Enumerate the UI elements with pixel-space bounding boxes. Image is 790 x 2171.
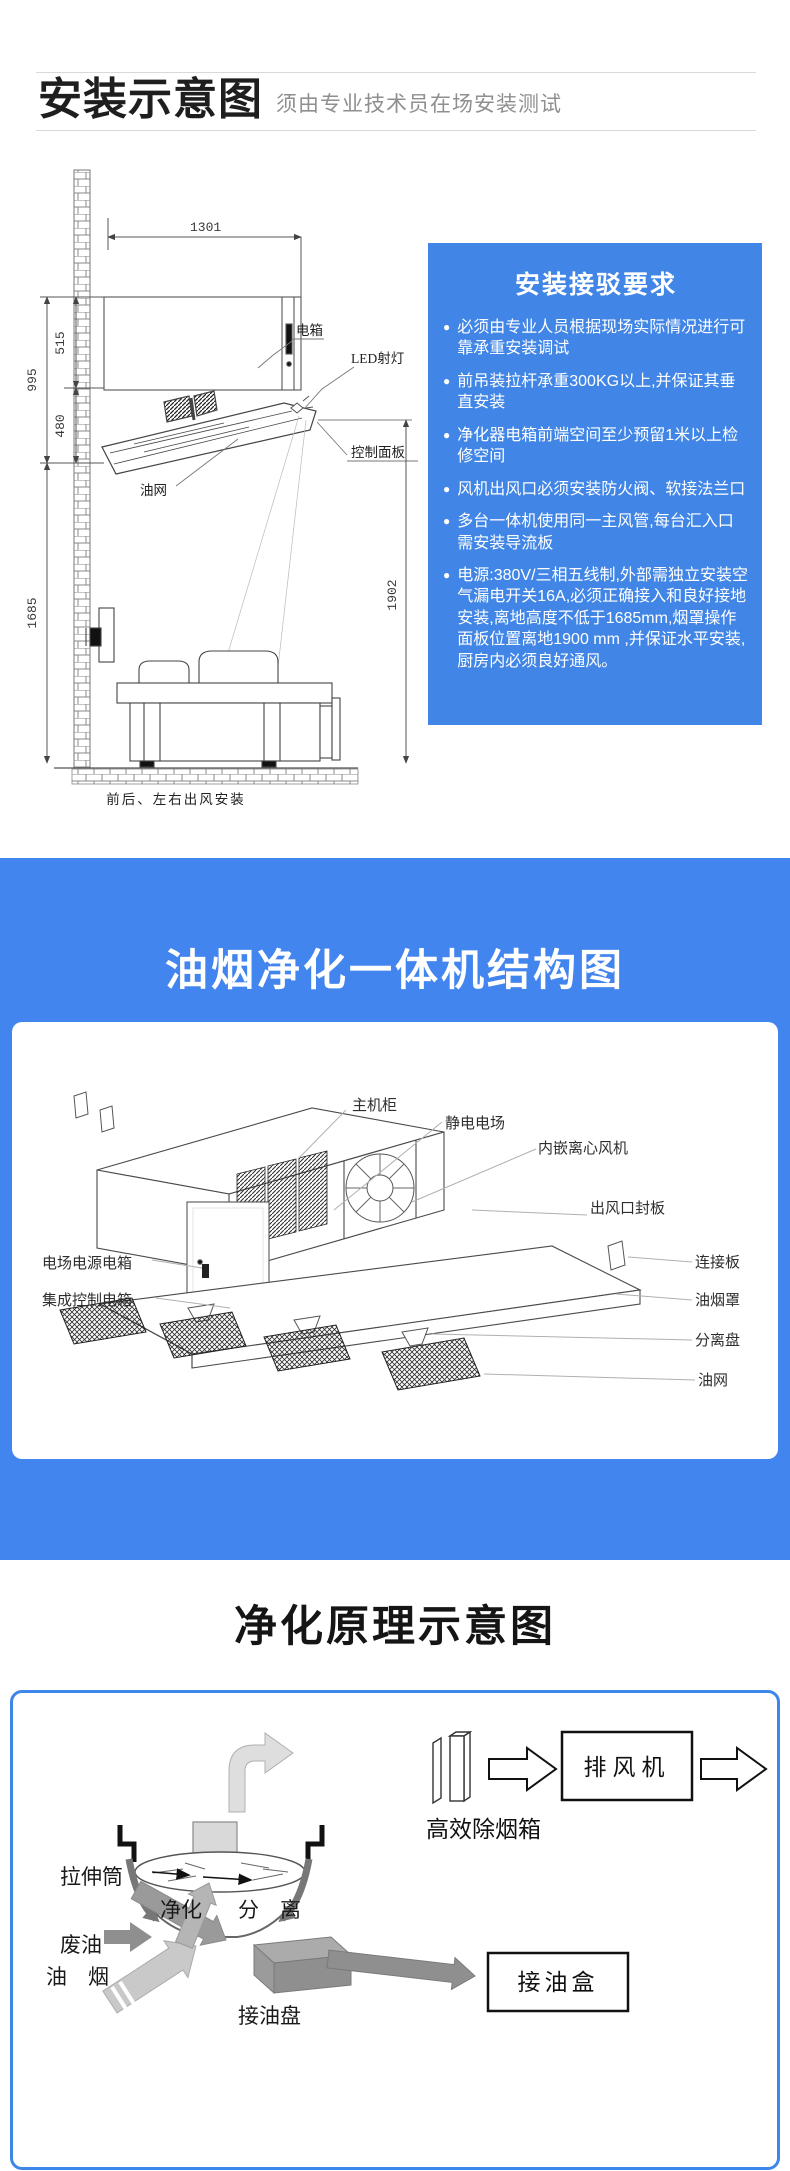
main-cabinet-label: 主机柜 [352,1097,397,1114]
principle-card: 高效除烟箱 排风机 [10,1690,780,2170]
oil-mesh-label: 油网 [140,483,167,498]
installation-cad-drawing: 1301 995 515 480 1685 电箱 [25,169,418,807]
oil-cup-box [486,1951,630,2013]
bullet-icon: ● [443,373,451,388]
bullet-icon: ● [443,514,451,529]
requirement-text: 必须由专业人员根据现场实际情况进行可靠承重安装调试 [457,319,746,358]
electric-box-label: 电箱 [296,323,323,338]
requirement-text: 前吊装拉杆承重300KG以上,并保证其垂直安装 [457,372,736,412]
dim-1685-value: 1685 [25,597,40,628]
led-light-label: LED射灯 [351,351,404,366]
elbow-flow-arrow [228,1732,294,1813]
flow-arrow-to-fan [488,1746,558,1792]
smoke-hood-label: 油烟罩 [695,1292,740,1309]
control-panel-label: 控制面板 [351,445,405,460]
principle-title: 净化原理示意图 [234,1603,556,1651]
esp-field-label: 静电电场 [445,1115,505,1132]
hood-wall-brackets [117,1825,325,1862]
oil-tray-label: 接油盘 [238,2004,301,2028]
led-leader [303,366,355,410]
dim-995-value: 995 [25,368,40,391]
drawing-caption: 前后、左右出风安装 [106,791,246,807]
page-subtitle: 须由专业技术员在场安装测试 [276,92,562,116]
requirements-title: 安装接驳要求 [514,271,677,299]
requirement-item: ● 前吊装拉杆承重300KG以上,并保证其垂直安装 [443,371,749,414]
inflow-stripe [118,1980,136,2006]
wall-section [73,169,91,769]
structure-leaders [151,1109,696,1381]
exhaust-fan-label: 排风机 [584,1755,671,1780]
waste-flow-arrow [130,1880,227,1946]
oil-mesh-label-2: 油网 [698,1372,728,1389]
dim-1902 [318,419,412,764]
requirement-item: ● 风机出风口必须安装防火阀、软接法兰口 [443,479,749,500]
dim-1301 [107,218,302,297]
smoke-removal-box-plates [432,1730,473,1805]
requirement-text: 净化器电箱前端空间至少预留1米以上检修空间 [457,426,739,466]
bullet-icon: ● [443,320,451,334]
dim-top-width-value: 1301 [190,220,221,235]
updraft-arrow [174,1882,218,1950]
field-power-box-label: 电场电源电箱 [42,1255,132,1272]
waste-oil-label: 废油 [60,1933,102,1957]
dim-480-value: 480 [53,414,68,437]
connector-clip-right [607,1240,626,1271]
oil-smoke-inflow-arrow [102,1940,197,2014]
exhaust-fan-box [560,1730,694,1802]
requirement-item: ● 多台一体机使用同一主风管,每台汇入口需安装导流板 [443,511,749,554]
field-power-box-slot [202,1264,209,1278]
smoke-removal-box-label: 高效除烟箱 [426,1817,541,1842]
flow-arrow-out [700,1746,768,1792]
disc-rotation-arrows [151,1868,253,1886]
stretch-tube-label: 拉伸筒 [60,1865,123,1889]
waste-oil-arrow [104,1922,152,1952]
requirement-text: 电源:380V/三相五线制,外部需独立安装空气漏电开关16A,必须正确接入和良好… [457,566,748,670]
control-box-label: 集成控制电箱 [42,1292,132,1309]
structure-section: 油烟净化一体机结构图 [0,858,790,1560]
bullet-icon: ● [443,427,451,442]
dim-chain-left [40,296,104,764]
centrifugal-fan [345,1153,415,1223]
installation-title-bar: 安装示意图 须由专业技术员在场安装测试 [36,72,756,131]
connector-clips-left [73,1091,115,1133]
inflow-stripe [110,1985,128,2011]
requirement-item: ● 电源:380V/三相五线制,外部需独立安装空气漏电开关16A,必须正确接入和… [443,565,749,672]
principle-section: 净化原理示意图 高效除烟箱 [0,1560,790,2171]
connect-plate-label: 连接板 [695,1253,740,1271]
wall-bracket [85,607,115,663]
floor-bricks [71,768,359,785]
bullet-icon: ● [443,481,451,496]
dim-1902-value: 1902 [385,579,400,610]
oil-mesh-leader [175,438,239,487]
separate-label: 分 离 [238,1898,301,1922]
dim-515-value: 515 [53,331,68,354]
requirement-text: 多台一体机使用同一主风管,每台汇入口需安装导流板 [457,513,734,552]
requirement-item: ● 必须由专业人员根据现场实际情况进行可靠承重安装调试 [443,317,749,360]
purify-label: 净化 [160,1898,202,1922]
principle-diagram: 高效除烟箱 排风机 [46,1730,768,2028]
requirement-item: ● 净化器电箱前端空间至少预留1米以上检修空间 [443,425,749,468]
separator-disc-label: 分离盘 [695,1331,740,1349]
centrifugal-fan-label: 内嵌离心风机 [538,1140,628,1157]
requirement-text: 风机出风口必须安装防火阀、软接法兰口 [457,480,746,498]
cooking-range [116,650,341,768]
hood-cabinet [103,296,302,391]
page-title: 安装示意图 [38,75,263,124]
tilted-hood [101,390,317,475]
structure-title: 油烟净化一体机结构图 [165,947,625,995]
oil-smoke-label: 油 烟 [46,1965,109,1989]
oil-mesh-filters [59,1297,481,1391]
led-spot [290,395,314,414]
requirements-panel: 安装接驳要求 ● 必须由专业人员根据现场实际情况进行可靠承重安装调试 ● 前吊装… [428,243,762,725]
structure-diagram: 主机柜 静电电场 内嵌离心风机 出风口封板 电场电源电箱 集成控制电箱 连接板 … [42,1091,740,1391]
oil-cup-label: 接油盒 [518,1970,599,1995]
tray-to-cup-arrow [326,1949,476,1991]
bullet-icon: ● [443,567,451,582]
electric-box-leader [257,338,324,369]
outlet-plate-label: 出风口封板 [590,1199,665,1217]
light-beam-lines [218,415,307,686]
installation-section: 安装示意图 须由专业技术员在场安装测试 1301 [0,0,790,858]
structure-card: 主机柜 静电电场 内嵌离心风机 出风口封板 电场电源电箱 集成控制电箱 连接板 … [12,1022,778,1459]
